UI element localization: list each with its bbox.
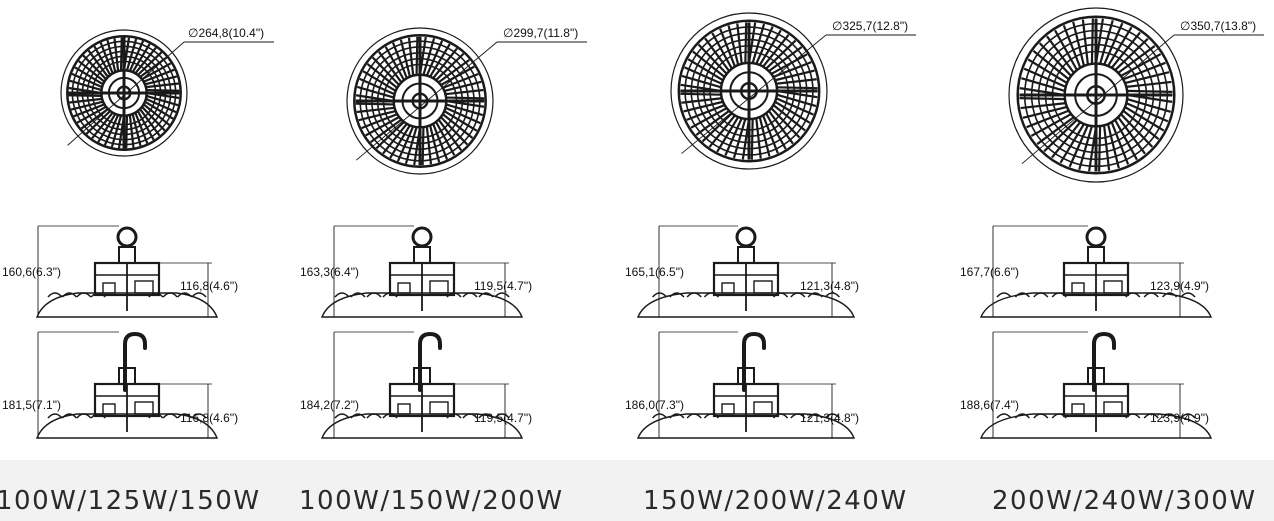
hook-side-view-4 (979, 331, 1213, 439)
eyelet-height-dimension-1: 160,6(6.3") (2, 265, 61, 279)
heatsink-rim (353, 34, 487, 168)
eyelet-side-view-2 (320, 225, 524, 318)
wattage-label-model-4: 200W/240W/300W (992, 486, 1257, 516)
hook (1092, 331, 1116, 392)
hook (123, 331, 147, 392)
diameter-dimension-4: ∅350,7(13.8") (1180, 19, 1256, 33)
eyelet-height-dimension-4: 167,7(6.6") (960, 265, 1019, 279)
eyelet (735, 226, 757, 248)
body-height-dimension-4: 123,9(4.9") (1150, 279, 1209, 293)
hook-body-height-dimension-3: 121,3(4.8") (800, 411, 859, 425)
hook-side-view-1 (35, 331, 219, 439)
outer-ring (346, 27, 494, 175)
outer-ring (1008, 7, 1184, 183)
lamp-dome (35, 292, 219, 318)
hook-side-view-2 (320, 331, 524, 439)
lamp-dome (636, 292, 856, 318)
hook-body-height-dimension-2: 119,5(4.7") (474, 411, 532, 425)
body-height-dimension-1: 116,8(4.6") (180, 279, 238, 293)
diameter-leader (1021, 34, 1175, 165)
heatsink-rim (677, 19, 821, 163)
hook-height-dimension-4: 188,6(7.4") (960, 398, 1019, 412)
wattage-band (0, 460, 1274, 521)
eyelet-side-view-4 (979, 225, 1213, 318)
eyelet (116, 226, 138, 248)
diameter-dimension-1: ∅264,8(10.4") (188, 26, 264, 40)
eyelet-height-dimension-3: 165,1(6.5") (625, 265, 684, 279)
hook-body-height-dimension-1: 116,8(4.6") (180, 411, 238, 425)
lamp-dome (35, 413, 219, 439)
diameter-leader (355, 41, 498, 161)
outer-ring (60, 29, 188, 157)
wattage-label-model-3: 150W/200W/240W (643, 486, 908, 516)
diameter-leader (67, 41, 185, 146)
hook-side-view-3 (636, 331, 856, 439)
lamp-dome (636, 413, 856, 439)
heatsink-rim (1016, 15, 1176, 175)
lamp-dome (979, 413, 1213, 439)
hook-height-dimension-3: 186,0(7.3") (625, 398, 684, 412)
hook (742, 331, 766, 392)
heatsink-rim (66, 35, 182, 151)
hook-height-dimension-1: 181,5(7.1") (2, 398, 61, 412)
eyelet-height-dimension-2: 163,3(6.4") (300, 265, 359, 279)
lamp-dome (320, 413, 524, 439)
eyelet (1085, 226, 1107, 248)
wattage-label-model-1: 100W/125W/150W (0, 486, 261, 516)
eyelet-side-view-1 (35, 225, 219, 318)
wattage-label-model-2: 100W/150W/200W (299, 486, 564, 516)
diameter-dimension-2: ∅299,7(11.8") (503, 26, 578, 40)
lamp-dome (979, 292, 1213, 318)
diameter-leader (681, 34, 827, 154)
diameter-dimension-3: ∅325,7(12.8") (832, 19, 908, 33)
body-height-dimension-2: 119,5(4.7") (474, 279, 532, 293)
body-height-dimension-3: 121,3(4.8") (800, 279, 859, 293)
hook-body-height-dimension-4: 123,9(4.9") (1150, 411, 1209, 425)
eyelet-side-view-3 (636, 225, 856, 318)
hook-height-dimension-2: 184,2(7.2") (300, 398, 359, 412)
top-view-4 (1008, 7, 1264, 183)
outer-ring (670, 12, 828, 170)
top-view-2 (346, 27, 587, 175)
top-view-3 (670, 12, 916, 170)
lamp-dome (320, 292, 524, 318)
hook (418, 331, 442, 392)
eyelet (411, 226, 433, 248)
top-view-1 (60, 29, 274, 157)
